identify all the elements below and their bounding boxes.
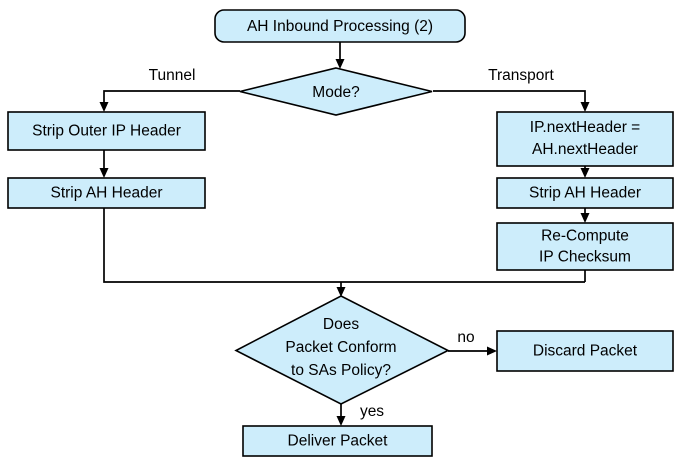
arrowhead-stripouter-to-stripah [99, 168, 109, 178]
next-header-assign-label-line2: AH.nextHeader [532, 141, 638, 158]
strip-ah-header-tunnel-shape[interactable] [7, 177, 206, 209]
strip-ah-header-transport-shape[interactable] [496, 177, 674, 209]
discard-packet-label: Discard Packet [533, 343, 638, 360]
recompute-ip-checksum-label-line1: Re-Compute [541, 228, 629, 245]
arrowhead-nextheader-to-stripah [580, 168, 590, 178]
node-mode-decision[interactable]: Mode? [239, 67, 433, 116]
connector-mode-to-transport [433, 90, 586, 105]
edge-label-yes: yes [360, 403, 384, 420]
arrowhead-merge-to-conform [336, 287, 346, 297]
conform-decision-shape[interactable] [234, 295, 450, 405]
next-header-assign-label-line1: IP.nextHeader = [530, 119, 640, 136]
recompute-ip-checksum-shape[interactable] [496, 222, 674, 271]
connectors-group [99, 42, 590, 426]
node-strip-ah-header-transport[interactable]: Strip AH Header [496, 177, 674, 209]
recompute-ip-checksum-label-line2: IP Checksum [539, 249, 631, 266]
node-discard-packet[interactable]: Discard Packet [496, 330, 674, 372]
arrowhead-mode-to-transport [580, 102, 590, 112]
arrowhead-start-to-mode [335, 59, 345, 69]
arrowhead-stripah-to-recompute [580, 213, 590, 223]
conform-decision-label-line2: Packet Conform [285, 339, 396, 356]
next-header-assign-shape[interactable] [496, 111, 674, 167]
strip-outer-ip-header-label: Strip Outer IP Header [32, 123, 181, 140]
node-strip-outer-ip-header[interactable]: Strip Outer IP Header [7, 111, 206, 151]
node-next-header-assign[interactable]: IP.nextHeader = AH.nextHeader [496, 111, 674, 167]
strip-ah-header-transport-label: Strip AH Header [529, 185, 641, 202]
connector-mode-to-tunnel [103, 90, 240, 105]
node-conform-decision[interactable]: Does Packet Conform to SAs Policy? [234, 295, 450, 405]
start-node-shape[interactable] [214, 9, 466, 43]
node-deliver-packet[interactable]: Deliver Packet [242, 425, 433, 457]
deliver-packet-label: Deliver Packet [288, 433, 389, 450]
connector-tunnel-merge-bus [103, 208, 585, 283]
edge-label-tunnel: Tunnel [149, 67, 196, 84]
edge-label-no: no [457, 329, 474, 346]
arrowhead-conform-to-discard [487, 346, 497, 356]
start-node-label: AH Inbound Processing (2) [247, 18, 433, 35]
arrowhead-mode-to-tunnel [99, 102, 109, 112]
node-strip-ah-header-tunnel[interactable]: Strip AH Header [7, 177, 206, 209]
strip-ah-header-tunnel-label: Strip AH Header [51, 185, 163, 202]
strip-outer-ip-header-shape[interactable] [7, 111, 206, 151]
conform-decision-label-line1: Does [323, 316, 359, 333]
mode-decision-label: Mode? [312, 84, 360, 101]
edge-label-transport: Transport [488, 67, 554, 84]
conform-decision-label-line3: to SAs Policy? [291, 362, 391, 379]
arrowhead-conform-to-deliver [336, 416, 346, 426]
deliver-packet-shape[interactable] [242, 425, 433, 457]
discard-packet-shape[interactable] [496, 330, 674, 372]
node-start[interactable]: AH Inbound Processing (2) [214, 9, 466, 43]
mode-decision-shape[interactable] [239, 67, 433, 116]
node-recompute-ip-checksum[interactable]: Re-Compute IP Checksum [496, 222, 674, 271]
